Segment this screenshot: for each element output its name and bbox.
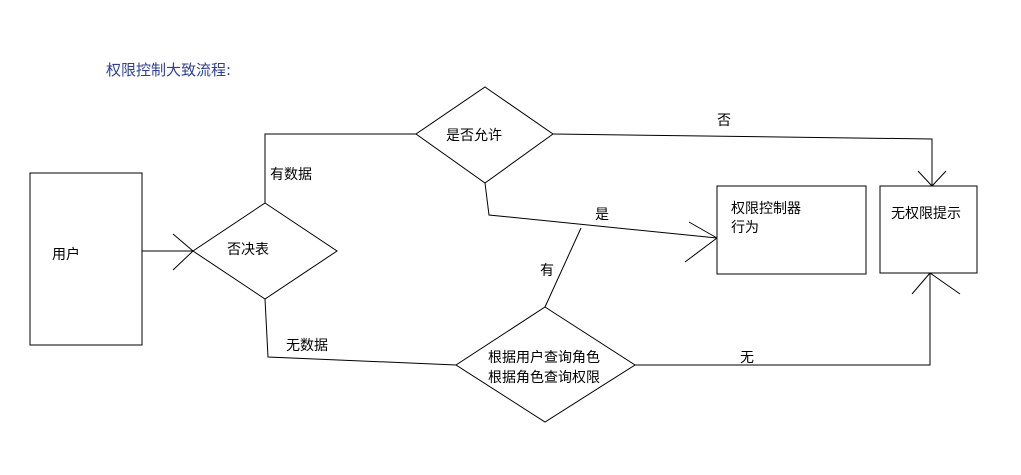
deny-table-label: 否决表 bbox=[227, 242, 269, 258]
query-label-line1: 根据用户查询角色 bbox=[488, 350, 600, 366]
user-box bbox=[29, 172, 143, 346]
query-label-line2: 根据角色查询权限 bbox=[488, 370, 600, 386]
edge-label-has: 有 bbox=[540, 263, 554, 279]
query-diamond bbox=[455, 306, 636, 423]
no-permission-label: 无权限提示 bbox=[891, 206, 961, 222]
edge-deny-to-allowed bbox=[264, 133, 416, 203]
controller-label-line1: 权限控制器 bbox=[731, 201, 801, 217]
arrowhead bbox=[931, 170, 947, 187]
arrowhead bbox=[911, 272, 931, 295]
edge-label-none: 无 bbox=[740, 350, 754, 366]
arrowhead bbox=[172, 233, 194, 252]
edge-deny-to-query bbox=[264, 298, 457, 366]
edge-label-has-data: 有数据 bbox=[270, 167, 312, 183]
controller-box bbox=[716, 185, 867, 275]
edge-label-no: 否 bbox=[717, 113, 731, 129]
diagram-title: 权限控制大致流程: bbox=[106, 61, 232, 79]
edge-query-to-controller bbox=[544, 227, 582, 308]
edge-allowed-to-no-permission bbox=[552, 133, 933, 186]
edge-label-no-data: 无数据 bbox=[286, 338, 328, 354]
arrowhead bbox=[688, 221, 718, 239]
arrowhead bbox=[684, 237, 718, 263]
arrowhead bbox=[172, 250, 194, 271]
arrowhead bbox=[917, 170, 933, 187]
edge-allowed-to-controller bbox=[484, 182, 718, 239]
edge-query-to-no-permission bbox=[635, 273, 931, 366]
arrowhead bbox=[929, 272, 961, 295]
no-permission-box bbox=[879, 185, 978, 274]
is-allowed-label: 是否允许 bbox=[446, 128, 502, 144]
controller-label-line2: 行为 bbox=[731, 220, 759, 236]
edge-label-yes: 是 bbox=[595, 207, 609, 223]
user-label: 用户 bbox=[52, 247, 80, 263]
